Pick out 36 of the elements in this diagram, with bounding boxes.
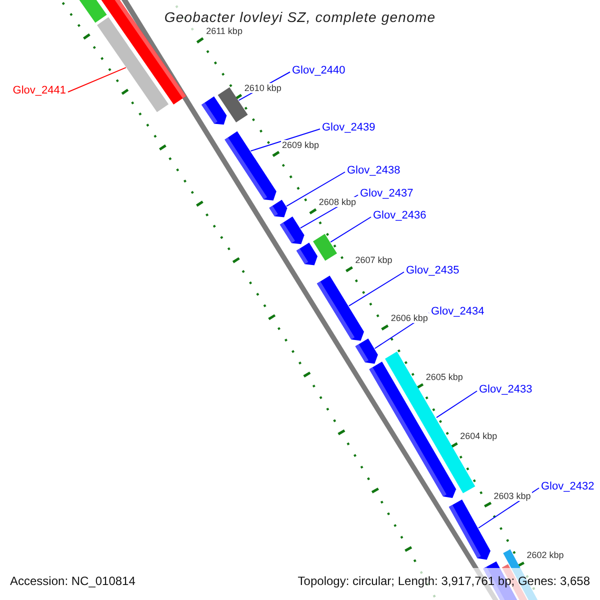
tick-label: 2605 kbp [424, 372, 464, 382]
tick-label: 2611 kbp [205, 26, 244, 36]
leader-line [330, 216, 372, 243]
gene-label: Glov_2441 [12, 84, 66, 98]
tick-label: 2608 kbp [318, 197, 357, 208]
gene-feature [224, 131, 276, 200]
leader-line [286, 172, 346, 207]
tick-label: 2603 kbp [492, 490, 532, 501]
gene-feature [355, 338, 378, 364]
leader-line [348, 272, 404, 306]
tick-label: 2606 kbp [390, 313, 429, 324]
gene-label: Glov_2439 [322, 122, 376, 134]
tick-label: 2604 kbp [459, 431, 498, 442]
leader-line [436, 390, 478, 418]
gene-label: Glov_2437 [360, 188, 414, 200]
tick-label: 2602 kbp [526, 550, 565, 560]
gene-label: Glov_2440 [292, 64, 346, 78]
leader-line [250, 128, 320, 152]
map-info-text: Accession: NC_010814 [10, 574, 136, 588]
gene-feature [448, 500, 490, 560]
gene-label: Glov_2438 [347, 164, 400, 178]
gene-label: Glov_2433 [479, 384, 532, 396]
tick-label: 2607 kbp [354, 255, 394, 266]
map-info-text: Topology: circular; Length: 3,917,761 bp; Genes: 3,658 [298, 574, 590, 588]
gene-feature [269, 200, 288, 218]
gene-feature [316, 276, 364, 341]
gene-feature [280, 216, 304, 244]
gene-label: Glov_2436 [373, 210, 426, 222]
gene-label: Glov_2432 [541, 480, 594, 494]
diagram-title: Geobacter lovleyi SZ, complete genome [164, 9, 436, 25]
gene-feature [296, 234, 337, 266]
tick-label: 2610 kbp [243, 82, 282, 93]
gene-label: Glov_2434 [431, 306, 484, 318]
gene-bar [79, 0, 107, 23]
tick-label: 2609 kbp [280, 140, 320, 150]
gene-label: Glov_2435 [406, 264, 460, 278]
